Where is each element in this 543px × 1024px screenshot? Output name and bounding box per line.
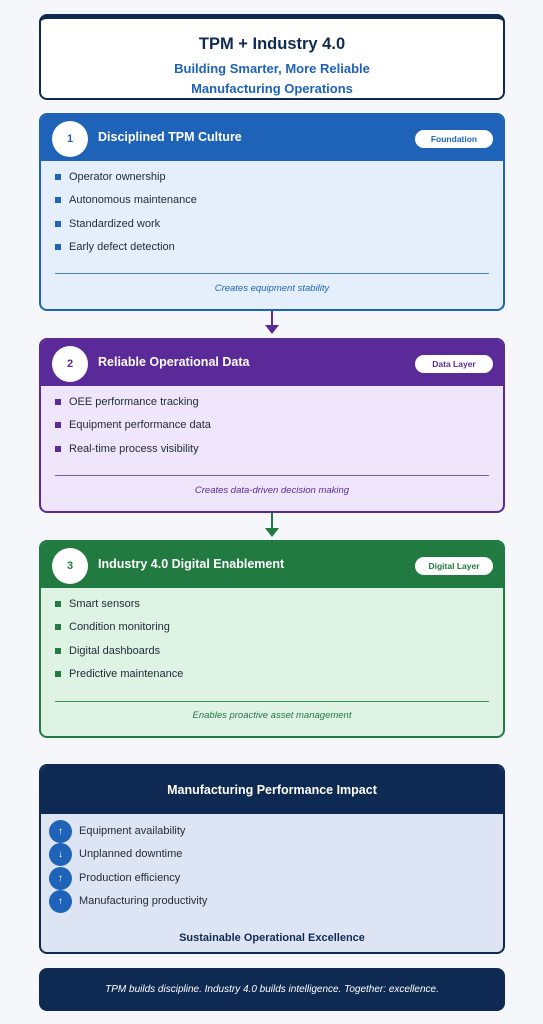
square-bullet-icon: [55, 220, 61, 227]
square-bullet-icon: [55, 243, 61, 250]
divider: [55, 273, 489, 274]
impact-item-label: Unplanned downtime: [79, 848, 183, 861]
list-item-label: Standardized work: [69, 217, 161, 230]
arrow-up-icon: ↑: [49, 820, 72, 843]
stage-header: 1 Disciplined TPM Culture Foundation: [41, 115, 503, 161]
list-item: Early defect detection: [55, 240, 503, 263]
list-item-label: Operator ownership: [69, 171, 166, 183]
impact-item-label: Equipment availability: [79, 825, 186, 837]
footer-text: TPM builds discipline. Industry 4.0 buil…: [105, 984, 439, 995]
square-bullet-icon: [55, 647, 61, 654]
arrow-down-icon: ↓: [49, 843, 72, 867]
stage-outcome: Creates data-driven decision making: [194, 485, 350, 496]
impact-item: ↑ Manufacturing productivity: [41, 889, 503, 913]
stage-title: Reliable Operational Data: [98, 355, 250, 369]
square-bullet-icon: [55, 174, 61, 180]
page-subtitle: Building Smarter, More Reliable Manufact…: [41, 59, 503, 99]
impact-item-label: Production efficiency: [79, 871, 181, 884]
list-item-label: Autonomous maintenance: [69, 194, 197, 207]
divider: [55, 475, 489, 476]
list-item: Digital dashboards: [55, 644, 503, 667]
list-item-label: OEE performance tracking: [69, 396, 199, 408]
list-item: Autonomous maintenance: [55, 193, 503, 216]
subtitle-line-1: Building Smarter, More Reliable: [174, 61, 370, 76]
impact-item-label: Manufacturing productivity: [79, 894, 208, 907]
impact-panel: Manufacturing Performance Impact ↑ Equip…: [39, 764, 505, 954]
list-item: OEE performance tracking: [55, 395, 503, 418]
impact-item: ↑ Production efficiency: [41, 866, 503, 890]
stage-card-tpm-culture: 1 Disciplined TPM Culture Foundation Ope…: [39, 113, 505, 311]
stage-item-list: Operator ownership Autonomous maintenanc…: [41, 161, 503, 263]
stage-item-list: Smart sensors Condition monitoring Digit…: [41, 588, 503, 690]
stage-number-badge: 1: [52, 121, 88, 157]
list-item-label: Predictive maintenance: [69, 667, 184, 680]
list-item-label: Digital dashboards: [69, 644, 161, 657]
impact-summary: Sustainable Operational Excellence: [179, 932, 365, 944]
impact-list: ↑ Equipment availability ↓ Unplanned dow…: [41, 814, 503, 913]
footer-banner: TPM builds discipline. Industry 4.0 buil…: [39, 968, 505, 1011]
square-bullet-icon: [55, 670, 61, 677]
stage-card-operational-data: 2 Reliable Operational Data Data Layer O…: [39, 338, 505, 513]
list-item-label: Equipment performance data: [69, 419, 211, 432]
list-item-label: Condition monitoring: [69, 621, 170, 634]
stage-layer-badge: Data Layer: [415, 355, 493, 373]
square-bullet-icon: [55, 601, 61, 607]
list-item: Equipment performance data: [55, 418, 503, 441]
impact-item: ↑ Equipment availability: [41, 820, 503, 843]
stage-number-badge: 3: [52, 548, 88, 584]
stage-title: Industry 4.0 Digital Enablement: [98, 557, 285, 571]
square-bullet-icon: [55, 197, 61, 204]
stage-item-list: OEE performance tracking Equipment perfo…: [41, 386, 503, 465]
stage-layer-badge: Foundation: [415, 130, 493, 148]
flow-arrow-down-icon: [265, 311, 279, 334]
stage-outcome: Enables proactive asset management: [192, 710, 352, 721]
stage-number-badge: 2: [52, 346, 88, 382]
stage-header: 2 Reliable Operational Data Data Layer: [41, 340, 503, 386]
list-item-label: Smart sensors: [69, 598, 140, 610]
header-panel: TPM + Industry 4.0 Building Smarter, Mor…: [39, 14, 505, 100]
stage-layer-badge: Digital Layer: [415, 557, 493, 575]
stage-card-digital-enablement: 3 Industry 4.0 Digital Enablement Digita…: [39, 540, 505, 738]
list-item: Operator ownership: [55, 170, 503, 193]
divider: [55, 701, 489, 702]
stage-header: 3 Industry 4.0 Digital Enablement Digita…: [41, 542, 503, 588]
square-bullet-icon: [55, 445, 61, 452]
list-item-label: Early defect detection: [69, 240, 175, 253]
impact-title: Manufacturing Performance Impact: [41, 766, 503, 814]
page-title: TPM + Industry 4.0: [198, 35, 346, 53]
list-item: Standardized work: [55, 217, 503, 240]
subtitle-line-2: Manufacturing Operations: [191, 81, 353, 96]
square-bullet-icon: [55, 624, 61, 631]
list-item-label: Real-time process visibility: [69, 442, 199, 455]
list-item: Smart sensors: [55, 597, 503, 620]
square-bullet-icon: [55, 399, 61, 405]
stage-outcome: Creates equipment stability: [214, 283, 330, 294]
stage-title: Disciplined TPM Culture: [98, 130, 242, 144]
arrow-up-icon: ↑: [49, 889, 72, 913]
impact-item: ↓ Unplanned downtime: [41, 843, 503, 867]
list-item: Real-time process visibility: [55, 442, 503, 465]
flow-arrow-down-icon: [265, 513, 279, 537]
list-item: Condition monitoring: [55, 620, 503, 643]
arrow-up-icon: ↑: [49, 866, 72, 890]
square-bullet-icon: [55, 422, 61, 429]
list-item: Predictive maintenance: [55, 667, 503, 690]
